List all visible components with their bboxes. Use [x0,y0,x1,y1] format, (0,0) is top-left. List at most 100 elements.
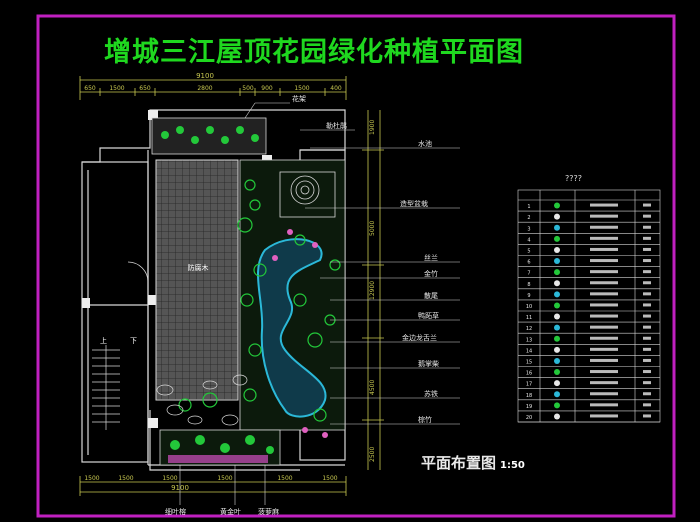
legend-qty-placeholder [643,236,651,240]
legend-qty-placeholder [643,314,651,318]
building-walls [81,109,346,471]
legend-qty-placeholder [643,370,651,374]
dim-right-1: 5000 [369,221,376,236]
legend-symbol-icon [554,402,560,409]
legend-qty-placeholder [643,358,651,362]
legend-name-placeholder [590,247,618,251]
dim-bottom-0: 1500 [84,475,99,482]
callout-4: 丝兰 [424,253,438,262]
legend-qty-placeholder [643,381,651,385]
dim-top-1: 1500 [109,85,124,92]
legend-name-placeholder [590,414,618,418]
bottom-water [168,455,268,463]
dim-top-2: 650 [139,85,151,92]
plan-title-text: 平面布置图 [421,454,497,472]
drawing-title: 增城三江屋顶花园绿化种植平面图 [104,37,524,68]
legend-name-placeholder [590,370,618,374]
callout-9: 鹅掌柴 [418,359,439,368]
dim-top-labels: 650 1500 650 2800 500 900 1500 400 [84,85,342,92]
legend-name-placeholder [590,281,618,285]
plan-scale: 1:50 [500,460,525,471]
bottom-plants [170,435,274,454]
legend-row-number: 10 [526,304,532,310]
legend-row-number: 6 [527,260,530,266]
dim-bottom-4: 1500 [277,475,292,482]
legend-name-placeholder [590,292,618,296]
legend-symbol-icon [554,224,560,231]
callout-11: 棕竹 [418,415,432,424]
callout-leaders [179,102,460,505]
legend-symbol-icon [554,246,560,253]
legend-name-placeholder [590,203,618,207]
legend-title: ???? [565,174,582,183]
stones [156,374,248,426]
bottom-callout-1: 黄金叶 [220,507,241,516]
legend-row-number: 11 [526,315,532,321]
dim-right-labels: 1900 5000 12900 4500 2500 [369,120,376,462]
legend-symbol-icon [554,269,560,276]
dim-bottom-labels: 1500 1500 1500 1500 1500 1500 [84,475,337,482]
legend-symbol-icon [554,324,560,331]
drawing-border [36,14,676,518]
legend-symbol-icon [554,346,560,353]
legend-symbol-icon [554,391,560,398]
dim-bottom-3: 1500 [217,475,232,482]
legend-name-placeholder [590,325,618,329]
legend-symbol-icon [554,335,560,342]
dim-top-5: 900 [261,85,273,92]
legend-qty-placeholder [643,292,651,296]
callout-1: 勒杜鹃 [326,121,347,130]
deck-label: 防腐木 [188,263,209,272]
shrubs [178,179,341,422]
legend-row-number: 15 [526,360,532,366]
legend-row-number: 13 [526,337,532,343]
legend-name-placeholder [590,392,618,396]
callout-3: 造型盆栽 [400,199,428,208]
bottom-dimension-lines [79,476,347,496]
legend-name-placeholder [590,236,618,240]
callout-labels: 花架 勒杜鹃 水池 造型盆栽 丝兰 金竹 散尾 鸭跖草 金边龙舌兰 鹅掌柴 苏铁… [292,94,439,424]
legend-symbol-icon [554,291,560,298]
legend-name-placeholder [590,314,618,318]
legend-symbol-icon [554,202,560,209]
legend-row-number: 4 [527,237,530,243]
legend-row-number: 5 [527,249,530,255]
legend-name-placeholder [590,403,618,407]
legend-symbol-icon [554,280,560,287]
legend-symbol-icon [554,213,560,220]
legend-qty-placeholder [643,325,651,329]
legend-qty-placeholder [643,392,651,396]
legend-name-placeholder [590,303,618,307]
legend-row-number: 18 [526,393,532,399]
legend-row-number: 9 [527,293,530,299]
legend-name-placeholder [590,358,618,362]
legend-qty-placeholder [643,347,651,351]
dim-bottom-5: 1500 [322,475,337,482]
legend-row-number: 14 [526,348,532,354]
dim-top-4: 500 [242,85,254,92]
gazebo [279,171,336,218]
legend-name-placeholder [590,381,618,385]
dim-right-0: 1900 [369,120,376,135]
legend-row-number: 2 [527,215,530,221]
legend-qty-placeholder [643,403,651,407]
stair-label-up: 上 [100,336,107,345]
dim-top-7: 400 [330,85,342,92]
legend-row-number: 1 [527,204,530,210]
callout-2: 水池 [418,139,432,148]
stair-label-down: 下 [130,337,137,345]
dim-right-4: 2500 [369,447,376,462]
legend-name-placeholder [590,347,618,351]
legend-symbol-icon [554,235,560,242]
water-pond [257,238,327,418]
legend-row-number: 20 [526,415,532,421]
dim-bottom-1: 1500 [118,475,133,482]
legend-name-placeholder [590,259,618,263]
legend-name-placeholder [590,336,618,340]
bottom-callout-labels: 细叶榕 黄金叶 菠萝麻 [165,507,279,516]
dim-bottom-2: 1500 [162,475,177,482]
legend-symbol-icon [554,258,560,265]
